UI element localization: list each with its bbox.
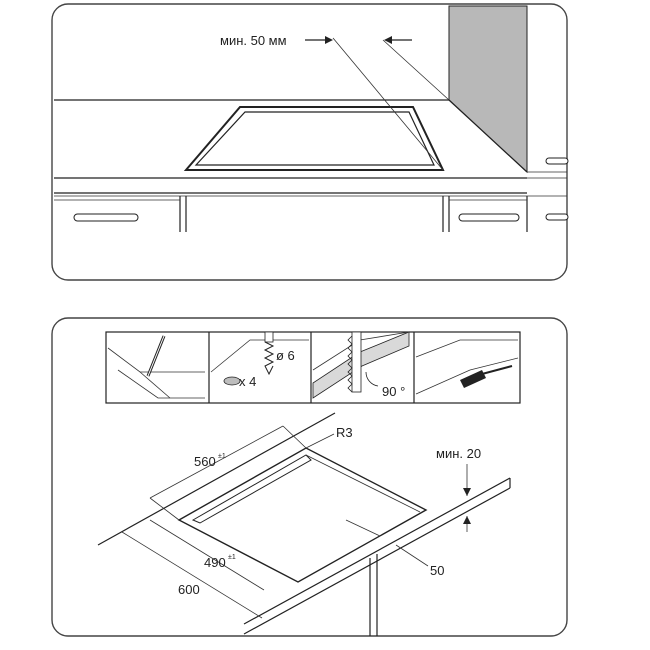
step-seal-edges [415, 339, 519, 395]
clearance-diagonal-1 [332, 37, 444, 171]
dim-600-line [121, 531, 263, 619]
side-wall-shade [448, 5, 528, 174]
worktop-front-top-edge [243, 477, 511, 625]
step-drill-holes: ø 6 x 4 [210, 331, 309, 389]
hob-outer [183, 106, 445, 171]
width-label: 560 [194, 454, 216, 469]
saw-blade-icon [351, 331, 362, 393]
clearance-arrow-left [325, 36, 333, 44]
radius-label: R3 [336, 425, 353, 440]
hob-inner [194, 111, 435, 166]
width-tolerance: ±1 [218, 453, 226, 460]
top-panel: мин. 50 мм [51, 3, 569, 281]
drawer-handle-right [458, 213, 520, 222]
drawer-handle-left [73, 213, 139, 222]
drill-bit-icon [263, 341, 275, 376]
dim-50-marker [345, 519, 381, 537]
depth-tolerance: ±1 [228, 554, 236, 561]
min-thickness-label: мин. 20 [436, 446, 481, 461]
cut-angle-label: 90 ° [382, 384, 405, 399]
dim-560-line [149, 425, 284, 499]
cutout-outer [177, 447, 428, 583]
worktop-depth-label: 600 [178, 582, 200, 597]
depth-label: 490 [204, 555, 226, 570]
drawer-handle-side-lower [545, 213, 569, 221]
hole-count-label: x 4 [239, 374, 256, 389]
cutout-inner-right [305, 454, 421, 513]
dim-490-line [149, 519, 265, 591]
thickness-arrow-bottom [463, 516, 471, 524]
sealant-tube-icon [481, 365, 513, 375]
step-mark-outline [107, 335, 205, 399]
bottom-panel-frame [51, 317, 568, 637]
cutout-inner-back [191, 454, 312, 524]
drill-diameter-label: ø 6 [276, 348, 295, 363]
bottom-panel: ø 6 x 4 90 ° [51, 317, 568, 637]
top-panel-frame [51, 3, 568, 281]
worktop-isometric: 560 ±1 R3 490 ±1 600 50 мин. 20 [97, 412, 511, 636]
step-saw-cut: 90 ° [312, 331, 410, 399]
clearance-diagonal-2 [382, 39, 450, 101]
sealant-strip-icon [460, 370, 486, 388]
thickness-arrow-top [463, 488, 471, 496]
wall-diagonal [448, 99, 528, 173]
worktop-left-back-edge [97, 412, 336, 546]
radius-leader [305, 433, 335, 449]
min-clearance-label: мин. 50 мм [220, 33, 287, 48]
dim-50-leader [395, 544, 429, 567]
drawer-handle-side-upper [545, 157, 569, 165]
front-clearance-label: 50 [430, 563, 444, 578]
clearance-arrow-right [384, 36, 392, 44]
drill-hole-icon [223, 376, 241, 386]
